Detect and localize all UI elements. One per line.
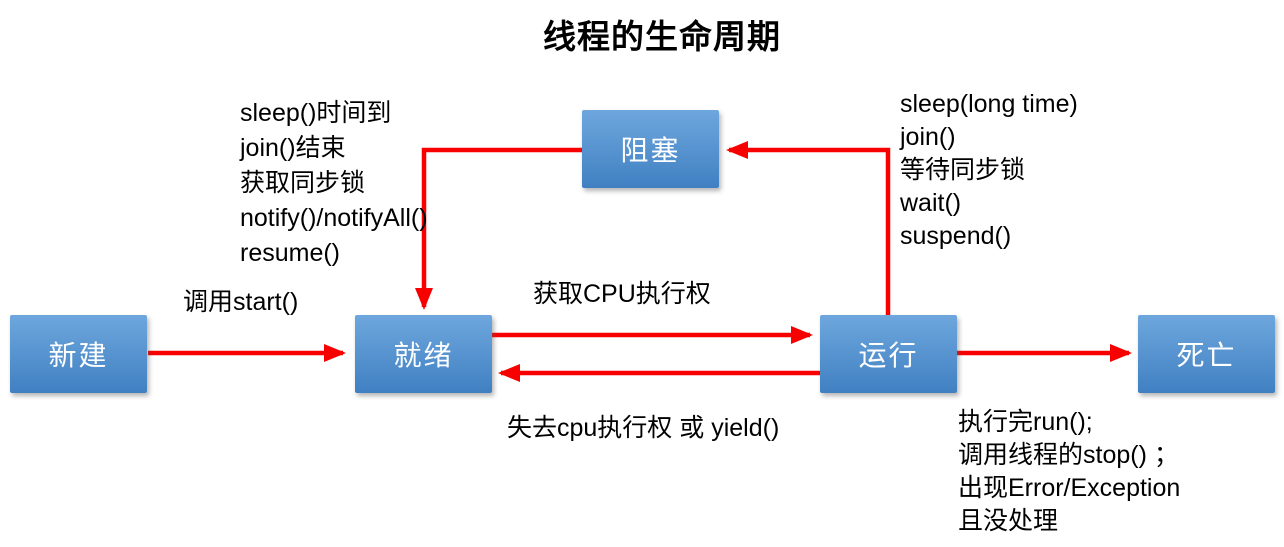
node-new-label: 新建: [48, 340, 109, 371]
node-ready-label: 就绪: [393, 340, 454, 371]
node-running-label: 运行: [858, 340, 919, 371]
label-death-reasons: 执行完run(); 调用线程的stop() ； 出现Error/Exceptio…: [958, 408, 1181, 535]
arrow-blocked-to-ready: [415, 147, 582, 310]
label-unblock-reasons: sleep()时间到 join()结束 获取同步锁 notify()/notif…: [240, 99, 428, 267]
node-ready: 就绪: [355, 315, 492, 393]
label-block-reasons: sleep(long time) join() 等待同步锁 wait() sus…: [900, 90, 1078, 250]
label-call-start: 调用start(): [183, 288, 299, 316]
label-acquire-cpu: 获取CPU执行权: [533, 280, 711, 308]
diagram-title: 线程的生命周期: [543, 18, 781, 55]
label-lose-cpu: 失去cpu执行权 或 yield(): [507, 414, 780, 442]
node-new: 新建: [10, 315, 147, 393]
node-blocked-label: 阻塞: [620, 135, 681, 166]
node-blocked: 阻塞: [582, 110, 719, 188]
node-dead-label: 死亡: [1176, 340, 1237, 371]
arrow-running-to-blocked: [726, 141, 891, 315]
node-dead: 死亡: [1138, 315, 1275, 393]
node-running: 运行: [820, 315, 957, 393]
